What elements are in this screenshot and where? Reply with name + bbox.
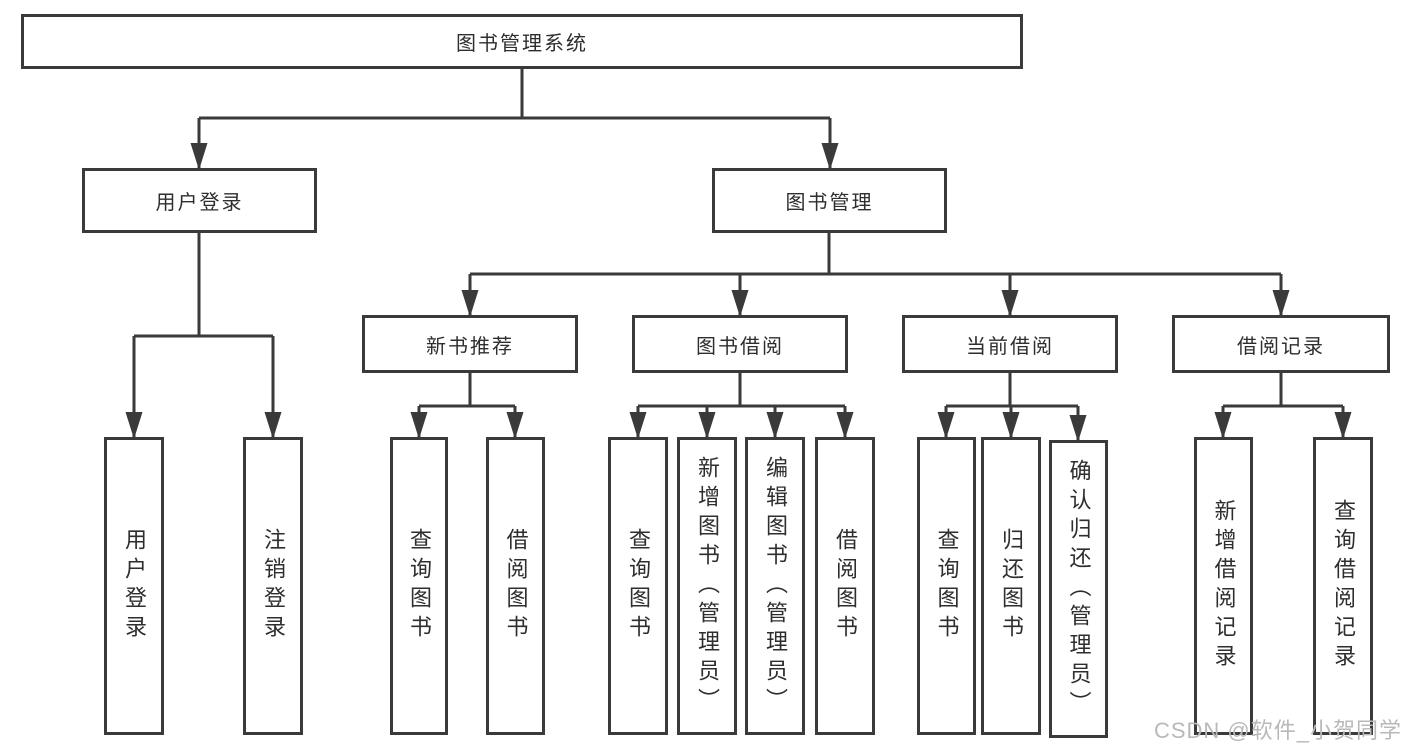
leaf-logout-label: 注销登录 [261, 528, 286, 644]
arrowhead [410, 412, 524, 439]
leaf-user-login: 用户登录 [104, 437, 164, 735]
node-current-borrow-label: 当前借阅 [966, 335, 1054, 358]
leaf-add-book-admin: 新增图书（管理员） [677, 437, 737, 735]
arrowhead [937, 412, 1087, 442]
leaf-add-book-admin-label: 新增图书（管理员） [695, 455, 720, 717]
node-library-system-label: 图书管理系统 [456, 33, 588, 55]
connector-line [1221, 373, 1345, 437]
arrowhead [125, 412, 282, 439]
arrowhead [1214, 412, 1352, 439]
node-current-borrow: 当前借阅 [902, 315, 1118, 373]
connector-line [468, 233, 1283, 315]
node-new-book-recommend-label: 新书推荐 [426, 335, 514, 358]
leaf-edit-book-admin: 编辑图书（管理员） [745, 437, 805, 735]
leaf-query-borrow-record: 查询借阅记录 [1313, 437, 1373, 735]
leaf-query-books-recommend-label: 查询图书 [407, 528, 432, 644]
node-borrow-records-label: 借阅记录 [1237, 335, 1325, 358]
connector-current-borrow-to-leaves [937, 373, 1087, 442]
leaf-query-books-borrow: 查询图书 [608, 437, 668, 735]
arrowhead [629, 412, 854, 439]
leaf-query-books-current-label: 查询图书 [934, 528, 960, 644]
connector-book-management-to-sections [461, 233, 1290, 317]
leaf-edit-book-admin-label: 编辑图书（管理员） [763, 455, 788, 717]
leaf-borrow-books-label: 借阅图书 [833, 528, 858, 644]
arrowhead [461, 290, 1290, 317]
leaf-query-books-current: 查询图书 [917, 437, 976, 735]
leaf-return-book: 归还图书 [981, 437, 1041, 735]
connector-root-to-branches [190, 69, 839, 170]
leaf-add-borrow-record: 新增借阅记录 [1194, 437, 1253, 735]
leaf-confirm-return-admin: 确认归还（管理员） [1049, 440, 1108, 738]
leaf-confirm-return-admin-label: 确认归还（管理员） [1066, 458, 1092, 720]
connector-line [132, 233, 275, 437]
leaf-query-borrow-record-label: 查询借阅记录 [1331, 499, 1356, 673]
node-library-system: 图书管理系统 [21, 14, 1023, 69]
arrowhead [190, 143, 839, 170]
connector-new-book-to-leaves [410, 373, 524, 439]
node-book-management: 图书管理 [712, 168, 947, 233]
connector-line [636, 373, 847, 437]
connector-borrow-records-to-leaves [1214, 373, 1352, 439]
node-user-login-label: 用户登录 [155, 192, 244, 214]
node-borrow-records: 借阅记录 [1172, 315, 1390, 373]
connector-user-login-to-leaves [125, 233, 282, 439]
node-book-borrow: 图书借阅 [632, 315, 848, 373]
connector-line [417, 373, 517, 437]
node-book-borrow-label: 图书借阅 [696, 335, 784, 358]
node-user-login: 用户登录 [82, 168, 317, 233]
leaf-add-borrow-record-label: 新增借阅记录 [1211, 499, 1237, 673]
leaf-borrow-books-recommend: 借阅图书 [486, 437, 545, 735]
node-new-book-recommend: 新书推荐 [362, 315, 578, 373]
leaf-borrow-books-recommend-label: 借阅图书 [503, 528, 529, 644]
leaf-user-login-label: 用户登录 [122, 528, 147, 644]
leaf-query-books-recommend: 查询图书 [390, 437, 448, 735]
connector-line [197, 69, 832, 168]
leaf-return-book-label: 归还图书 [999, 528, 1024, 644]
leaf-logout: 注销登录 [243, 437, 303, 735]
leaf-borrow-books: 借阅图书 [815, 437, 875, 735]
csdn-watermark: CSDN @软件_小贺同学 [1153, 718, 1402, 743]
leaf-query-books-borrow-label: 查询图书 [626, 528, 651, 644]
node-book-management-label: 图书管理 [785, 192, 874, 214]
connector-book-borrow-to-leaves [629, 373, 854, 439]
